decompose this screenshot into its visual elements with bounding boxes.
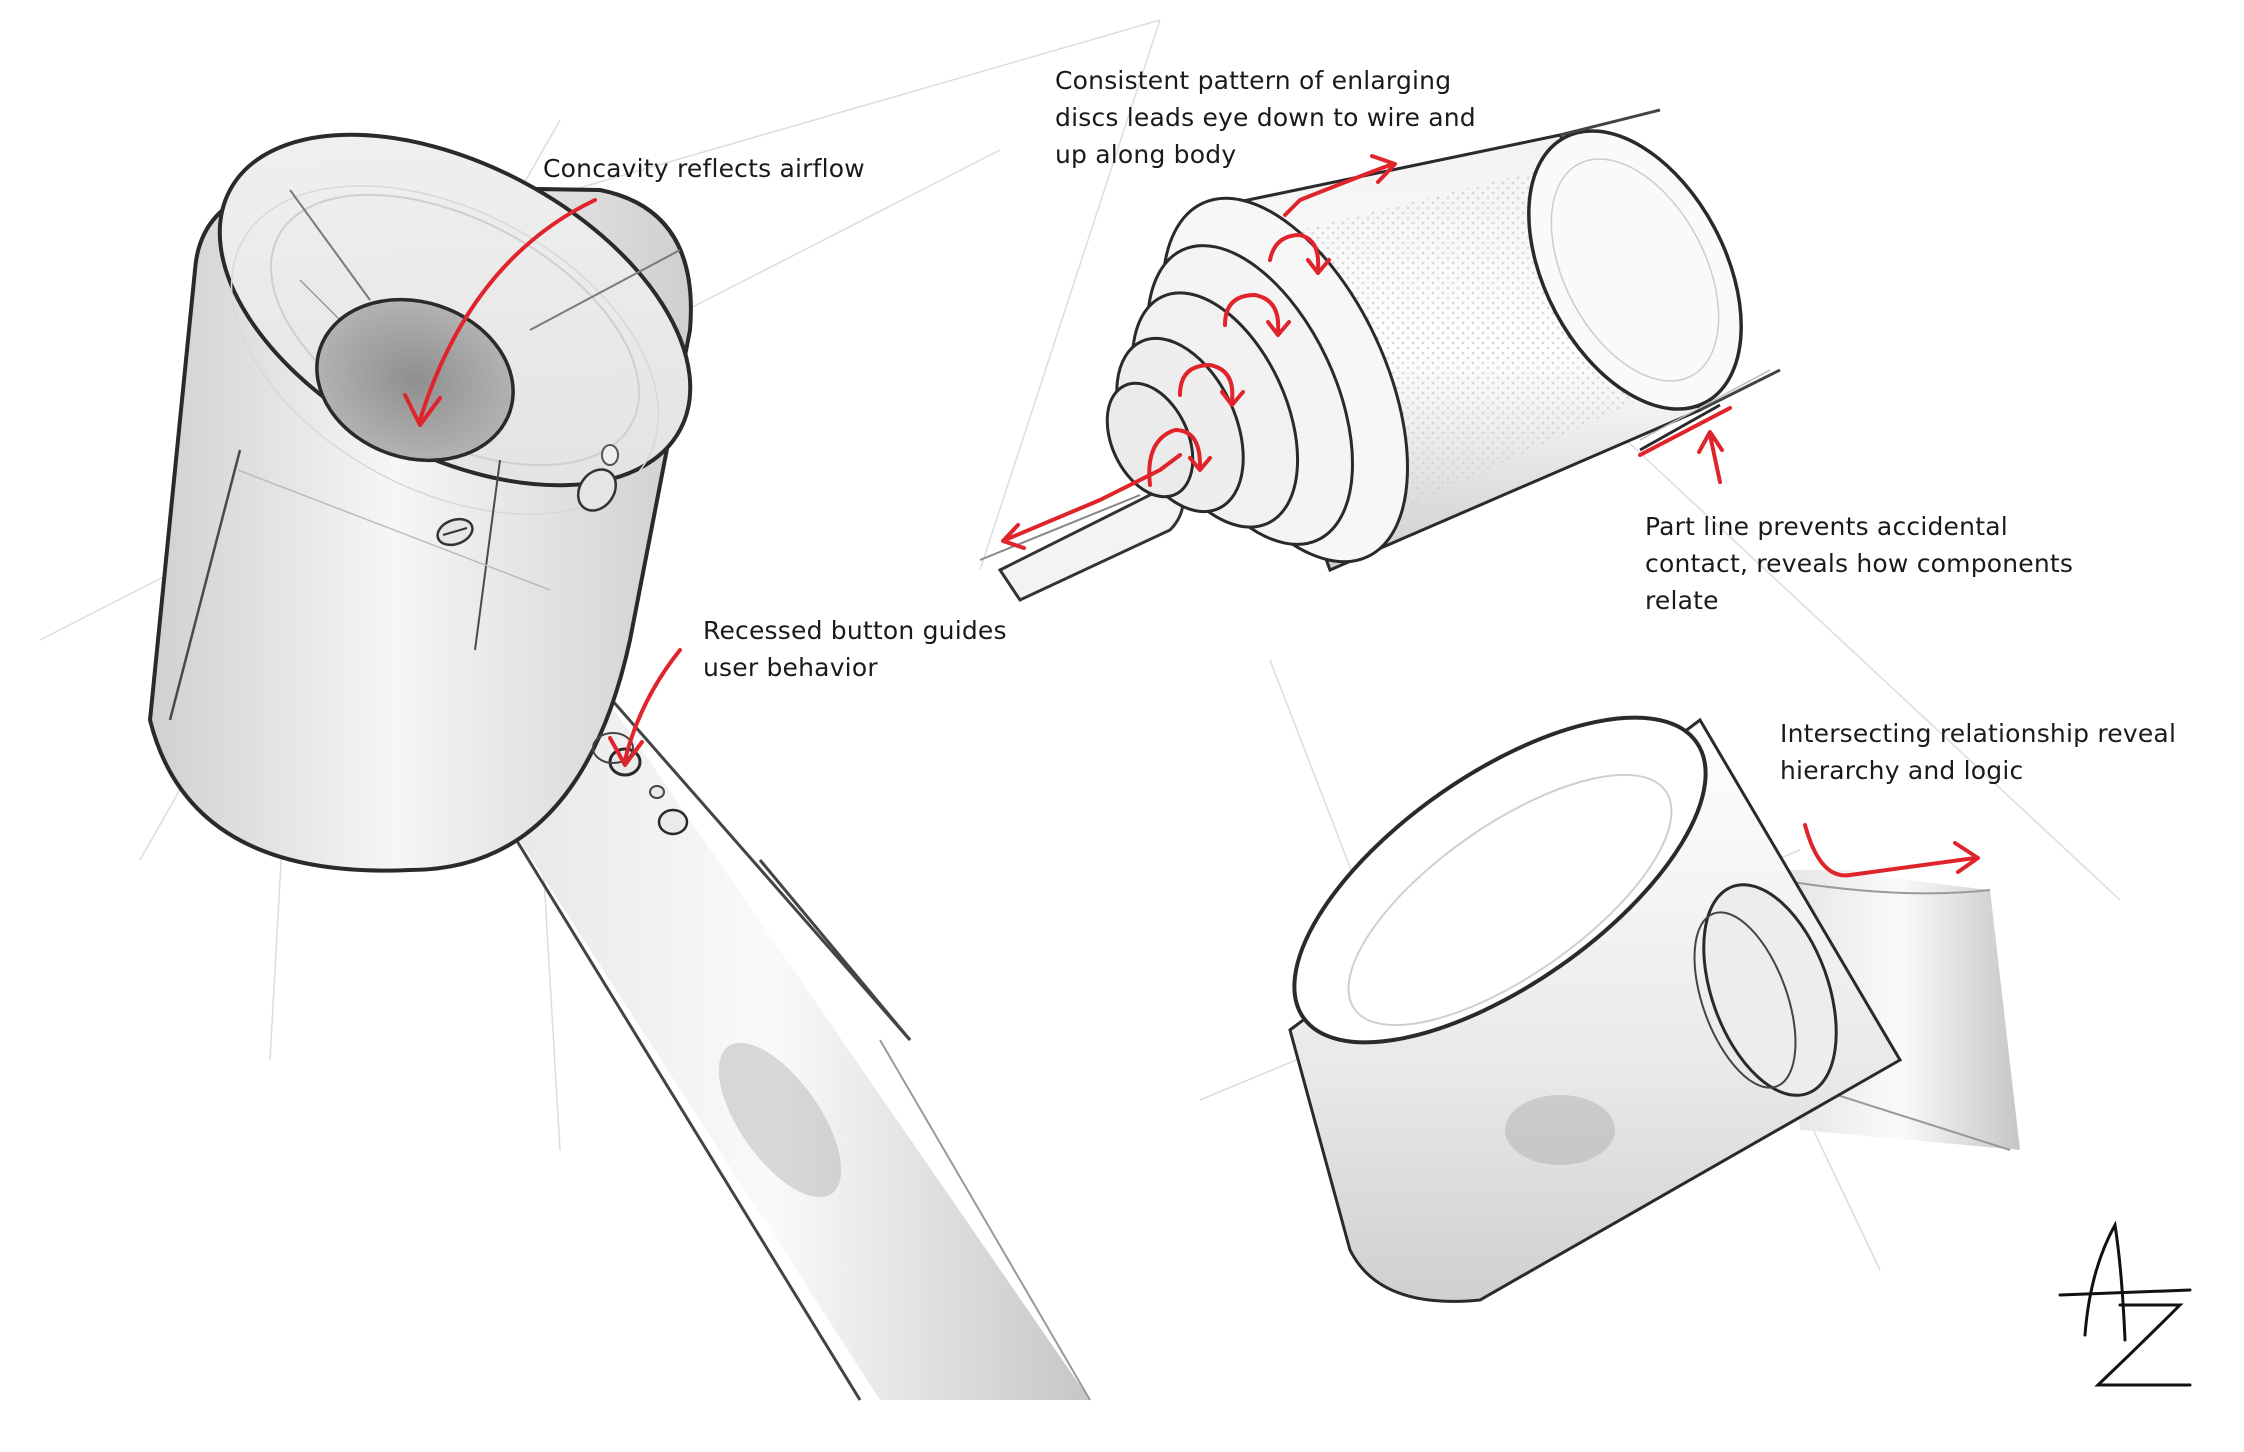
dryer-sketch-main bbox=[147, 132, 1091, 1401]
part-line bbox=[1639, 403, 1721, 452]
arrow-concavity bbox=[418, 198, 597, 422]
arrow-intersect bbox=[1803, 823, 1977, 878]
intersect-collar bbox=[1702, 883, 1838, 1097]
arrow-up-body bbox=[1283, 163, 1392, 217]
arrow-disc-2 bbox=[1178, 363, 1235, 402]
note-concavity: Concavity reflects airflow bbox=[543, 154, 865, 183]
intersect-cylinder bbox=[1288, 717, 1903, 1303]
arrow-disc-1 bbox=[1147, 428, 1202, 487]
dryer-sketch-intersect bbox=[1288, 715, 2020, 1303]
arrow-disc-4 bbox=[1268, 233, 1321, 270]
note-enlarging-discs: Consistent pattern of enlarging discs le… bbox=[1055, 66, 1476, 169]
dryer-sketch-discs bbox=[979, 108, 1781, 602]
arrow-part-line bbox=[1708, 433, 1722, 484]
note-intersecting: Intersecting relationship reveal hierarc… bbox=[1780, 719, 2177, 785]
recessed-button-3 bbox=[649, 785, 665, 799]
note-part-line: Part line prevents accidental contact, r… bbox=[1645, 512, 2074, 615]
arrow-down-wire bbox=[1003, 453, 1182, 542]
note-recessed-button: Recessed button guides user behavior bbox=[703, 616, 1007, 682]
annotation-arrows bbox=[403, 154, 1980, 878]
arrow-disc-3 bbox=[1223, 293, 1281, 332]
side-hole-3 bbox=[601, 444, 619, 466]
disc-1 bbox=[1105, 381, 1195, 499]
intersect-cylinder-face bbox=[1292, 715, 1708, 1045]
recessed-button-2 bbox=[657, 808, 689, 836]
artist-signature bbox=[2058, 1220, 2192, 1387]
arrow-recessed bbox=[623, 648, 682, 762]
air-inlet-concavity bbox=[315, 297, 515, 463]
dryer-handle bbox=[455, 675, 1090, 1400]
side-hole-2 bbox=[576, 468, 618, 512]
